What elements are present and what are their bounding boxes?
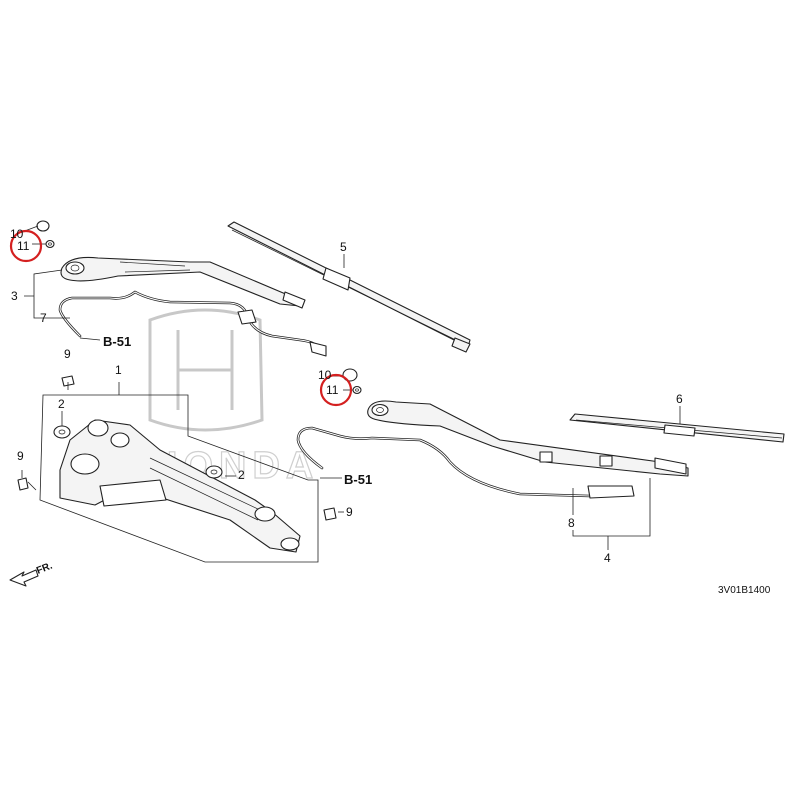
callout-9-top[interactable]: 9	[64, 347, 71, 361]
wiper-blade-passenger[interactable]	[569, 413, 785, 443]
reference-b51-right[interactable]: B-51	[344, 472, 372, 487]
callout-10-passenger[interactable]: 10	[318, 368, 332, 382]
diagram-code: 3V01B1400	[718, 585, 771, 596]
pivot-cap-and-nut-driver[interactable]	[36, 220, 55, 249]
callout-labels: 10 11 3 7 B-51 5 9 1 2 2 9 9 10 11 B-51 …	[10, 227, 683, 565]
front-arrow-icon	[9, 569, 39, 587]
front-direction-indicator: FR.	[9, 560, 54, 587]
highlight-circle-11-driver	[9, 229, 43, 263]
wiper-blade-driver[interactable]	[227, 221, 471, 353]
callout-9-left[interactable]: 9	[17, 449, 24, 463]
callout-3[interactable]: 3	[11, 289, 18, 303]
callout-4[interactable]: 4	[604, 551, 611, 565]
reference-b51-left[interactable]: B-51	[103, 334, 131, 349]
callout-5[interactable]: 5	[340, 240, 347, 254]
callout-10-driver[interactable]: 10	[10, 227, 24, 241]
callout-11-driver[interactable]: 11	[17, 239, 30, 253]
fasteners[interactable]	[17, 375, 337, 521]
callout-9-right[interactable]: 9	[346, 505, 353, 519]
wiper-arm-driver[interactable]	[60, 256, 306, 309]
callout-2-left[interactable]: 2	[58, 397, 65, 411]
wiper-arm-passenger[interactable]	[367, 400, 689, 477]
callout-1[interactable]: 1	[115, 363, 122, 377]
callout-6[interactable]: 6	[676, 392, 683, 406]
highlight-circle-11-passenger	[319, 373, 353, 407]
callout-7[interactable]: 7	[40, 311, 47, 325]
callout-11-passenger[interactable]: 11	[326, 383, 339, 397]
washer-hose-passenger[interactable]	[296, 426, 635, 499]
callout-2-right[interactable]: 2	[238, 468, 245, 482]
wiper-motor-linkage[interactable]	[59, 419, 301, 553]
leader-lines	[21, 225, 681, 563]
highlight-markers	[9, 229, 353, 407]
front-label: FR.	[35, 560, 54, 576]
washer-hose-driver[interactable]	[58, 290, 327, 357]
callout-8[interactable]: 8	[568, 516, 575, 530]
